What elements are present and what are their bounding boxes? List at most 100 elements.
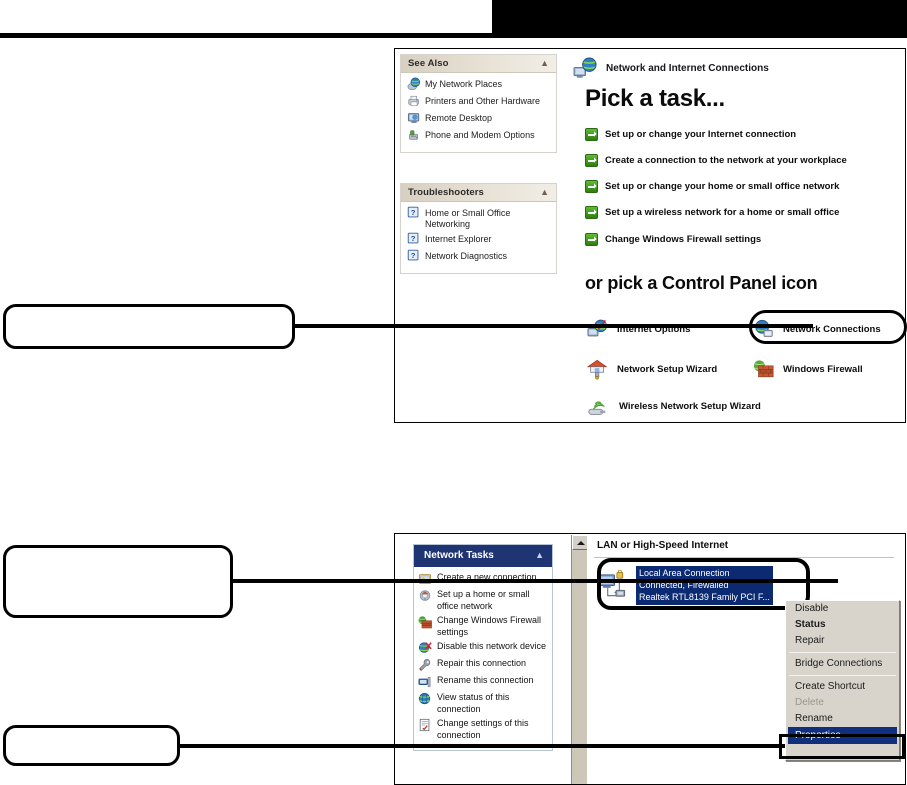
- context-menu-item-bridge-connections[interactable]: Bridge Connections: [795, 658, 883, 669]
- task-link-setup-home-office-network[interactable]: Set up or change your home or small offi…: [585, 180, 839, 193]
- header-divider-rule: [0, 33, 907, 38]
- task-link-create-workplace-connection[interactable]: Create a connection to the network at yo…: [585, 154, 847, 167]
- connection-labels: Local Area Connection Connected, Firewal…: [636, 565, 773, 605]
- network-task-label: Repair this connection: [437, 658, 527, 668]
- chevron-up-icon[interactable]: ▲: [540, 187, 549, 197]
- cp-icon-wireless-network-setup-wizard[interactable]: Wireless Network Setup Wizard: [587, 396, 761, 417]
- windows-firewall-icon: [753, 359, 775, 380]
- control-panel-main-area: Network and Internet Connections Pick a …: [561, 49, 905, 422]
- task-link-label: Create a connection to the network at yo…: [605, 155, 847, 166]
- chevron-up-icon[interactable]: ▲: [535, 550, 544, 560]
- internet-options-icon: [587, 319, 609, 340]
- svg-text:?: ?: [411, 251, 416, 260]
- control-panel-side-pane: See Also ▲ My Network Places: [395, 49, 561, 422]
- see-also-item-label: Remote Desktop: [425, 113, 493, 123]
- network-task-rename-this-connection[interactable]: Rename this connection: [418, 675, 549, 689]
- see-also-item-printers-and-other-hardware[interactable]: Printers and Other Hardware: [407, 95, 552, 109]
- cp-icon-internet-options[interactable]: Internet Options: [587, 319, 690, 340]
- wrench-icon: [418, 658, 432, 672]
- context-menu-item-repair[interactable]: Repair: [795, 635, 825, 646]
- pick-control-panel-icon-heading: or pick a Control Panel icon: [585, 273, 818, 293]
- pick-a-task-heading: Pick a task...: [585, 85, 725, 112]
- wireless-setup-wizard-icon: [587, 396, 611, 417]
- network-tasks-tile: Network Tasks ▲ Create a new connection: [413, 544, 553, 751]
- network-task-repair-this-connection[interactable]: Repair this connection: [418, 658, 549, 672]
- task-link-change-firewall-settings[interactable]: Change Windows Firewall settings: [585, 233, 761, 246]
- disable-device-icon: [418, 641, 432, 655]
- context-menu-item-rename[interactable]: Rename: [795, 713, 833, 724]
- context-menu-item-status[interactable]: Status: [795, 619, 826, 630]
- context-menu-item-create-shortcut[interactable]: Create Shortcut: [795, 681, 866, 692]
- network-tasks-body: Create a new connection Set up a home or…: [414, 567, 552, 750]
- page-header-banner: [492, 0, 907, 38]
- network-tasks-header[interactable]: Network Tasks ▲: [414, 545, 552, 567]
- troubleshooter-item-network-diagnostics[interactable]: ? Network Diagnostics: [407, 249, 552, 264]
- svg-text:?: ?: [411, 208, 416, 217]
- callout-leader-line-2: [231, 579, 838, 583]
- network-task-label: View status of this connection: [437, 692, 510, 714]
- callout-leader-line-1: [293, 324, 813, 328]
- scrollbar-thumb[interactable]: [573, 551, 587, 783]
- remote-desktop-icon: [407, 111, 421, 125]
- task-link-label: Set up or change your Internet connectio…: [605, 129, 797, 140]
- green-arrow-icon: [585, 128, 598, 141]
- callout-box-3[interactable]: [3, 725, 180, 766]
- network-task-change-settings-of-this-connection[interactable]: Change settings of this connection: [418, 718, 549, 741]
- cp-icon-windows-firewall[interactable]: Windows Firewall: [753, 359, 863, 380]
- green-arrow-icon: [585, 154, 598, 167]
- see-also-item-my-network-places[interactable]: My Network Places: [407, 77, 552, 92]
- context-menu-item-delete: Delete: [795, 697, 824, 708]
- context-menu-separator: [789, 675, 896, 676]
- help-question-icon: ?: [407, 206, 421, 220]
- green-arrow-icon: [585, 206, 598, 219]
- see-also-tile: See Also ▲ My Network Places: [400, 54, 557, 153]
- cp-icon-label: Network Connections: [783, 324, 881, 335]
- modem-icon: [407, 128, 421, 142]
- connection-context-menu[interactable]: Disable Status Repair Bridge Connections…: [785, 600, 900, 761]
- callout-leader-line-3: [178, 744, 840, 748]
- network-task-label: Create a new connection: [437, 572, 537, 582]
- network-task-label: Disable this network device: [437, 641, 547, 651]
- window-title-row: Network and Internet Connections: [573, 57, 769, 80]
- cp-icon-network-setup-wizard[interactable]: Network Setup Wizard: [587, 359, 717, 380]
- highlight-local-area-connection: [597, 558, 810, 610]
- troubleshooter-item-label: Network Diagnostics: [425, 251, 508, 261]
- troubleshooter-item-home-or-small-office-networking[interactable]: ? Home or Small Office Networking: [407, 206, 552, 230]
- network-task-view-status-of-this-connection[interactable]: View status of this connection: [418, 692, 549, 715]
- troubleshooters-tile: Troubleshooters ▲ ? Home or Small Office…: [400, 183, 557, 274]
- callout-box-1[interactable]: [3, 304, 295, 349]
- network-tasks-title: Network Tasks: [424, 550, 494, 561]
- see-also-title: See Also: [408, 58, 449, 69]
- task-link-label: Set up or change your home or small offi…: [605, 181, 840, 192]
- task-link-setup-wireless-network[interactable]: Set up a wireless network for a home or …: [585, 206, 839, 219]
- network-tasks-side-pane: Network Tasks ▲ Create a new connection: [395, 534, 571, 784]
- see-also-item-label: Phone and Modem Options: [425, 130, 535, 140]
- troubleshooter-item-internet-explorer[interactable]: ? Internet Explorer: [407, 232, 552, 247]
- highlight-network-connections: [749, 310, 907, 344]
- see-also-item-remote-desktop[interactable]: Remote Desktop: [407, 112, 552, 126]
- callout-box-2[interactable]: [3, 545, 233, 618]
- network-task-change-windows-firewall-settings[interactable]: Change Windows Firewall settings: [418, 615, 549, 638]
- globe-status-icon: [418, 692, 432, 706]
- cp-icon-label: Network Setup Wizard: [617, 364, 718, 375]
- context-menu-separator: [789, 652, 896, 653]
- context-menu-item-disable[interactable]: Disable: [795, 603, 829, 614]
- green-arrow-icon: [585, 180, 598, 193]
- green-arrow-icon: [585, 233, 598, 246]
- network-task-label: Set up a home or small office network: [437, 589, 530, 611]
- task-link-label: Set up a wireless network for a home or …: [605, 207, 840, 218]
- firewall-icon: [418, 615, 432, 629]
- scroll-up-arrow-icon[interactable]: [572, 535, 588, 550]
- network-task-setup-home-or-small-office-network[interactable]: Set up a home or small office network: [418, 589, 549, 612]
- see-also-item-phone-and-modem-options[interactable]: Phone and Modem Options: [407, 129, 552, 143]
- network-task-disable-this-network-device[interactable]: Disable this network device: [418, 641, 549, 655]
- chevron-up-icon[interactable]: ▲: [540, 58, 549, 68]
- task-link-setup-internet-connection[interactable]: Set up or change your Internet connectio…: [585, 128, 796, 141]
- printer-icon: [407, 94, 421, 108]
- cp-icon-label: Internet Options: [617, 324, 691, 335]
- help-question-icon: ?: [407, 249, 421, 263]
- network-places-icon: [407, 77, 421, 91]
- troubleshooters-header[interactable]: Troubleshooters ▲: [401, 184, 556, 202]
- page-title: Network and Internet Connections: [606, 63, 769, 74]
- see-also-header[interactable]: See Also ▲: [401, 55, 556, 73]
